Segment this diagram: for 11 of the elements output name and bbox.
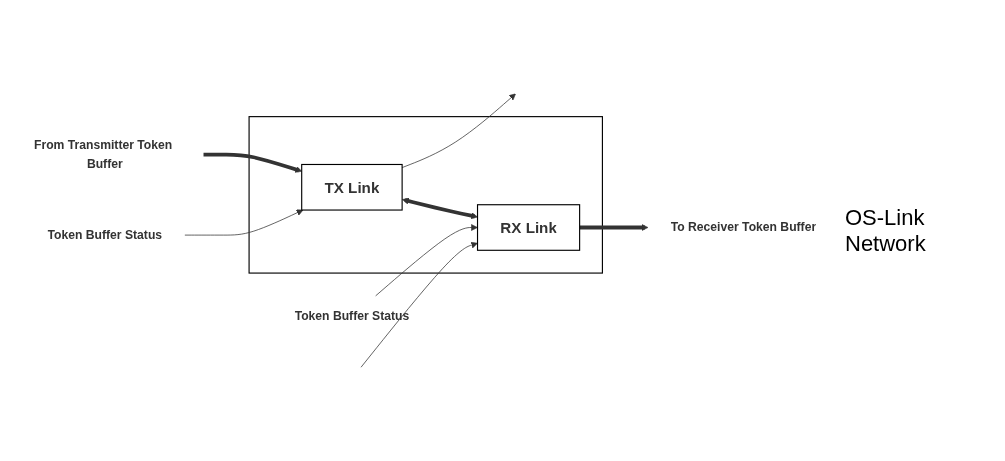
cluster bbox=[248, 116, 603, 274]
node-box: TX Link bbox=[301, 163, 403, 211]
node-text: From Transmitter Token Buffer bbox=[34, 138, 173, 170]
node-text: Token Buffer Status bbox=[47, 228, 163, 242]
node-text: To Receiver Token Buffer bbox=[670, 220, 817, 234]
network-label: OS-Link Network bbox=[845, 204, 927, 257]
arrow bbox=[203, 152, 302, 173]
arrow bbox=[579, 224, 649, 231]
node-box: RX Link bbox=[476, 204, 581, 251]
node-text: Token Buffer Status bbox=[294, 309, 410, 323]
arrow bbox=[402, 197, 478, 219]
